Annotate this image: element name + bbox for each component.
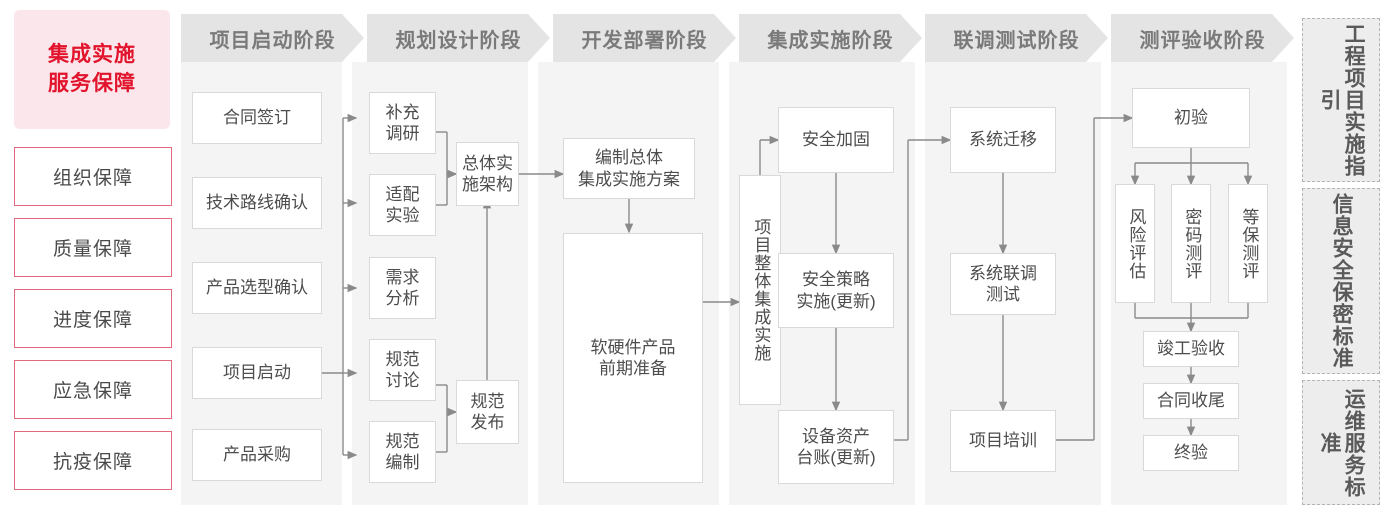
node-contract-closure[interactable]: 合同收尾 <box>1143 383 1239 419</box>
node-label-line2: 施架构 <box>462 175 513 194</box>
phase-header-3[interactable]: 开发部署阶段 <box>553 14 736 62</box>
guarantee-item-epidemic[interactable]: 抗疫保障 <box>14 431 172 490</box>
guarantee-item-quality[interactable]: 质量保障 <box>14 218 172 277</box>
node-label-line1: 补充 <box>385 102 420 122</box>
node-extra-research[interactable]: 补充 调研 <box>369 92 436 154</box>
node-product-select[interactable]: 产品选型确认 <box>192 262 322 314</box>
node-label-line2: 测试 <box>986 285 1020 304</box>
node-overall-integration[interactable]: 项目整体集成实施 <box>739 175 781 405</box>
node-label-line2: 讨论 <box>385 371 420 390</box>
phase-header-4[interactable]: 集成实施阶段 <box>739 14 922 62</box>
node-label-line1: 设备资产 <box>801 426 870 446</box>
node-first-acceptance[interactable]: 初验 <box>1132 88 1250 148</box>
node-system-migration[interactable]: 系统迁移 <box>950 107 1056 173</box>
node-label-line2: 分析 <box>385 289 420 308</box>
standard-label: 工程项目实施指引 <box>1318 23 1366 177</box>
phase-header-1[interactable]: 项目启动阶段 <box>181 14 364 62</box>
node-adapt-test[interactable]: 适配 实验 <box>369 174 436 236</box>
guarantee-title-line2: 服务保障 <box>48 71 136 95</box>
node-label-line1: 规范 <box>385 349 420 369</box>
phase-header-5[interactable]: 联调测试阶段 <box>925 14 1108 62</box>
node-label-line2: 台账(更新) <box>796 448 876 467</box>
node-mlps-evaluation[interactable]: 等保测评 <box>1228 184 1268 303</box>
node-security-hardening[interactable]: 安全加固 <box>778 107 894 173</box>
guarantee-title: 集成实施 服务保障 <box>14 10 170 129</box>
node-label-line1: 编制总体 <box>595 148 663 168</box>
standard-operation-service[interactable]: 运维服务标准 <box>1302 380 1380 505</box>
node-crypto-evaluation[interactable]: 密码测评 <box>1171 184 1211 303</box>
node-spec-discuss[interactable]: 规范 讨论 <box>369 339 436 401</box>
node-label-line1: 适配 <box>385 184 420 204</box>
node-label-line2: 实施(更新) <box>796 291 876 311</box>
standard-label: 信息安全保密标准 <box>1330 193 1354 369</box>
node-label-line1: 规范 <box>470 391 505 411</box>
node-label-line1: 总体实 <box>462 153 513 173</box>
guarantee-item-organization[interactable]: 组织保障 <box>14 147 172 206</box>
standard-information-security[interactable]: 信息安全保密标准 <box>1302 188 1380 374</box>
node-label-line1: 系统联调 <box>969 263 1037 283</box>
phase-header-6[interactable]: 测评验收阶段 <box>1111 14 1294 62</box>
node-final-acceptance[interactable]: 终验 <box>1143 435 1239 471</box>
node-overall-integration-plan[interactable]: 编制总体 集成实施方案 <box>563 138 695 199</box>
guarantee-item-schedule[interactable]: 进度保障 <box>14 289 172 348</box>
node-label-line2: 编制 <box>385 453 420 472</box>
node-joint-debug-test[interactable]: 系统联调 测试 <box>950 253 1056 315</box>
node-label-line2: 发布 <box>470 413 505 432</box>
guarantee-title-line1: 集成实施 <box>48 43 136 67</box>
node-completion-acceptance[interactable]: 竣工验收 <box>1143 331 1239 367</box>
node-product-purchase[interactable]: 产品采购 <box>192 429 322 481</box>
node-tech-route[interactable]: 技术路线确认 <box>192 177 322 229</box>
node-hardware-software-prep[interactable]: 软硬件产品 前期准备 <box>563 233 703 483</box>
node-label-line1: 安全策略 <box>801 270 870 290</box>
node-risk-assessment[interactable]: 风险评估 <box>1115 184 1155 303</box>
node-label-line2: 调研 <box>385 124 420 143</box>
standard-label: 运维服务标准 <box>1318 387 1366 498</box>
guarantee-item-emergency[interactable]: 应急保障 <box>14 360 172 419</box>
node-spec-compile[interactable]: 规范 编制 <box>369 421 436 483</box>
node-asset-ledger[interactable]: 设备资产 台账(更新) <box>778 410 894 484</box>
node-label-line1: 规范 <box>385 431 420 451</box>
node-label-line2: 前期准备 <box>599 359 667 378</box>
node-label-line1: 软硬件产品 <box>590 337 676 357</box>
guarantee-panel: 集成实施 服务保障 组织保障 质量保障 进度保障 应急保障 抗疫保障 <box>14 10 172 505</box>
node-label-line2: 集成实施方案 <box>578 169 680 189</box>
node-spec-release[interactable]: 规范 发布 <box>456 380 519 444</box>
node-project-kickoff[interactable]: 项目启动 <box>192 347 322 399</box>
node-project-training[interactable]: 项目培训 <box>950 410 1056 472</box>
phase-header-2[interactable]: 规划设计阶段 <box>367 14 550 62</box>
node-overall-architecture[interactable]: 总体实 施架构 <box>456 142 519 206</box>
standard-engineering-guideline[interactable]: 工程项目实施指引 <box>1302 18 1380 182</box>
node-label-line2: 实验 <box>385 206 420 225</box>
node-security-policy[interactable]: 安全策略 实施(更新) <box>778 253 894 328</box>
node-label-line1: 需求 <box>385 267 420 287</box>
node-req-analysis[interactable]: 需求 分析 <box>369 257 436 319</box>
node-contract-sign[interactable]: 合同签订 <box>192 92 322 144</box>
